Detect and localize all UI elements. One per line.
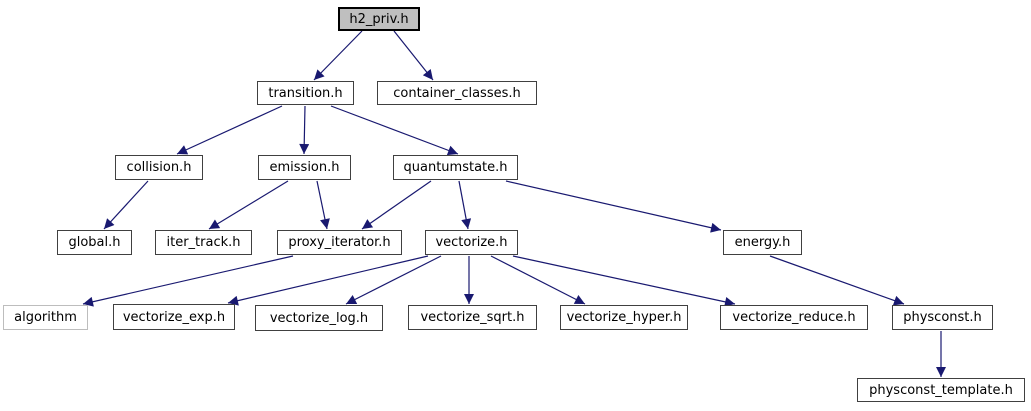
edge-vectorize-to-vectorize_reduce bbox=[512, 255, 736, 307]
node-global[interactable]: global.h bbox=[57, 230, 132, 255]
node-proxy_iterator[interactable]: proxy_iterator.h bbox=[277, 230, 402, 255]
edge-energy-to-physconst bbox=[769, 255, 905, 306]
node-vectorize[interactable]: vectorize.h bbox=[425, 230, 518, 255]
node-energy[interactable]: energy.h bbox=[723, 230, 802, 255]
edge-vectorize-to-vectorize_log bbox=[345, 255, 442, 305]
node-label: algorithm bbox=[14, 310, 77, 325]
edge-h2_priv-to-container_classes bbox=[393, 30, 434, 81]
node-h2_priv: h2_priv.h bbox=[338, 7, 420, 31]
edge-vectorize-to-vectorize_hyper bbox=[490, 255, 586, 305]
node-label: physconst.h bbox=[903, 310, 982, 325]
edge-transition-to-emission bbox=[299, 105, 310, 155]
node-vectorize_exp[interactable]: vectorize_exp.h bbox=[113, 304, 235, 330]
node-label: iter_track.h bbox=[166, 235, 241, 250]
edge-h2_priv-to-transition bbox=[313, 30, 363, 81]
edge-collision-to-global bbox=[103, 180, 149, 230]
edge-proxy_iterator-to-algorithm bbox=[82, 255, 294, 307]
node-label: vectorize_hyper.h bbox=[566, 310, 682, 325]
node-label: global.h bbox=[68, 235, 121, 250]
node-vectorize_sqrt[interactable]: vectorize_sqrt.h bbox=[408, 305, 537, 330]
node-label: collision.h bbox=[126, 160, 192, 175]
node-algorithm[interactable]: algorithm bbox=[3, 305, 88, 330]
node-transition[interactable]: transition.h bbox=[257, 81, 354, 105]
edge-transition-to-collision bbox=[176, 105, 283, 155]
edge-transition-to-quantumstate bbox=[330, 105, 459, 156]
node-collision[interactable]: collision.h bbox=[115, 155, 203, 180]
node-label: container_classes.h bbox=[393, 85, 521, 101]
node-vectorize_hyper[interactable]: vectorize_hyper.h bbox=[560, 305, 688, 330]
edge-emission-to-proxy_iterator bbox=[316, 180, 330, 230]
node-label: emission.h bbox=[269, 160, 340, 175]
node-label: vectorize.h bbox=[435, 235, 508, 250]
node-emission[interactable]: emission.h bbox=[258, 155, 351, 180]
node-label: vectorize_log.h bbox=[269, 310, 369, 326]
node-label: proxy_iterator.h bbox=[288, 235, 391, 250]
node-physconst_template[interactable]: physconst_template.h bbox=[857, 378, 1025, 402]
node-physconst[interactable]: physconst.h bbox=[892, 305, 993, 330]
node-label: physconst_template.h bbox=[869, 382, 1013, 398]
node-label: vectorize_exp.h bbox=[122, 309, 226, 325]
node-label: vectorize_reduce.h bbox=[732, 310, 856, 325]
edge-quantumstate-to-vectorize bbox=[458, 180, 472, 230]
edge-quantumstate-to-proxy_iterator bbox=[361, 180, 432, 230]
node-container_classes[interactable]: container_classes.h bbox=[377, 81, 537, 105]
node-quantumstate[interactable]: quantumstate.h bbox=[393, 155, 518, 180]
node-vectorize_reduce[interactable]: vectorize_reduce.h bbox=[720, 305, 868, 330]
edge-quantumstate-to-energy bbox=[505, 180, 722, 233]
node-label: vectorize_sqrt.h bbox=[420, 310, 525, 325]
node-vectorize_log[interactable]: vectorize_log.h bbox=[255, 305, 383, 331]
edge-emission-to-iter_track bbox=[208, 180, 289, 230]
node-iter_track[interactable]: iter_track.h bbox=[155, 230, 252, 255]
node-label: h2_priv.h bbox=[349, 11, 409, 27]
node-label: transition.h bbox=[268, 85, 343, 101]
edge-vectorize-to-vectorize_exp bbox=[227, 255, 429, 306]
node-label: energy.h bbox=[734, 235, 791, 250]
node-label: quantumstate.h bbox=[403, 160, 508, 175]
